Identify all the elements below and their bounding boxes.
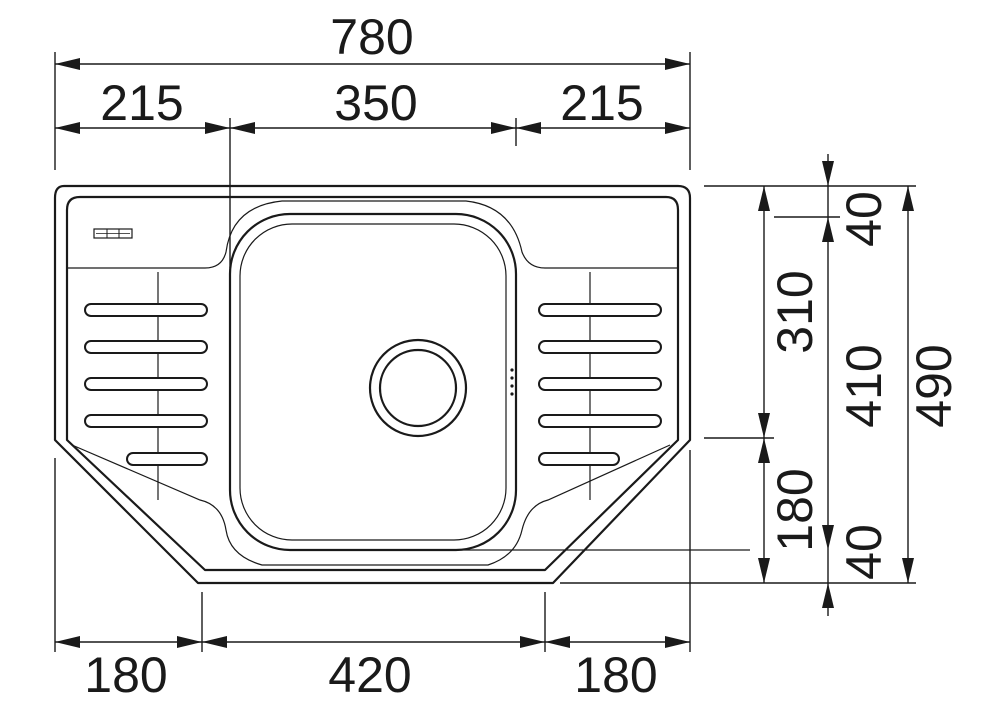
dim-bottom-left: 180 — [84, 647, 167, 703]
left-rib — [126, 452, 208, 466]
dim-bottom-right: 180 — [574, 647, 657, 703]
right-bowl-dimensions: 40 410 40 — [822, 154, 892, 616]
right-rib — [538, 414, 662, 428]
dim-right-bowl: 410 — [836, 344, 892, 427]
dim-right-overall: 490 — [906, 344, 962, 427]
right-rib — [538, 377, 662, 391]
dim-right-upper: 310 — [767, 270, 823, 353]
drain-icon — [368, 338, 468, 438]
top-segment-dimensions: 215 350 215 — [55, 75, 690, 134]
dim-right-lower: 180 — [767, 468, 823, 551]
left-rib — [84, 340, 208, 354]
right-drainer-ribs — [538, 303, 662, 466]
right-rib — [538, 303, 662, 317]
left-drainer-lower-edge — [71, 444, 671, 566]
extension-lines — [54, 52, 916, 652]
dim-bottom-center: 420 — [328, 647, 411, 703]
dim-top-center: 350 — [334, 75, 417, 131]
sink-bowl — [228, 212, 518, 552]
left-rib — [84, 377, 208, 391]
sink-body — [53, 184, 750, 585]
right-rib — [538, 452, 620, 466]
overflow-icon — [510, 368, 514, 396]
left-rib — [84, 303, 208, 317]
top-overall-dimension: 780 — [55, 9, 690, 70]
sink-inner-rim — [65, 195, 680, 572]
left-drainer-edge — [68, 200, 678, 269]
dim-right-margin-top: 40 — [836, 191, 892, 247]
left-drainer-ribs — [84, 303, 208, 466]
right-rib — [538, 340, 662, 354]
left-rib — [84, 414, 208, 428]
bottom-segment-dimensions: 180 420 180 — [55, 636, 690, 703]
dim-top-overall: 780 — [330, 9, 413, 65]
right-overall-dimension: 490 — [902, 186, 962, 583]
brand-logo-icon — [93, 228, 133, 239]
sink-bowl-inner — [239, 223, 507, 541]
dim-top-left: 215 — [100, 75, 183, 131]
sink-outer-edge — [53, 184, 692, 585]
right-inner-dimensions: 310 180 — [758, 186, 823, 583]
dim-right-margin-bottom: 40 — [836, 524, 892, 580]
dim-top-right: 215 — [560, 75, 643, 131]
